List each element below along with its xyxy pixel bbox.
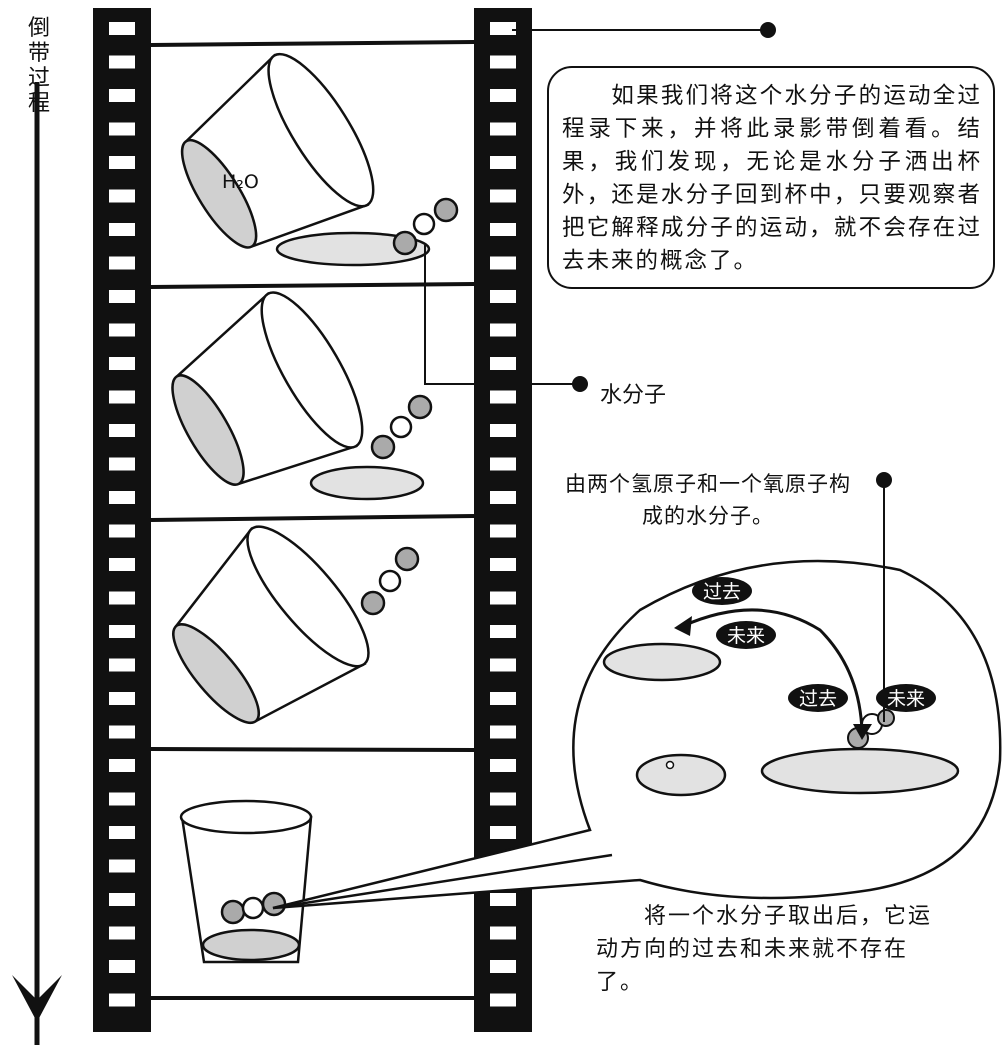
film-perforation [490,725,516,739]
film-perforation [109,390,135,404]
film-perforation [490,524,516,538]
film-perforation [490,625,516,638]
film-perforation [109,89,135,102]
film-perforation [109,524,135,538]
magnified-bubble [272,559,1002,910]
frame-1: H₂O [180,52,459,267]
badge-future-right: 未来 [876,684,936,712]
frame-4 [179,799,313,964]
film-perforation [490,122,516,136]
film-perforation [490,89,516,102]
film-strip-left [93,8,151,1032]
callout-top-pointer [512,22,776,38]
water-molecule-2 [370,394,433,460]
film-perforation [490,759,516,772]
frame-2 [171,291,433,501]
svg-text:过去: 过去 [799,688,837,710]
callout-top-text: 如果我们将这个水分子的运动全过程录下来，并将此录影带倒着看。结果，我们发现，无论… [562,83,982,274]
molecule-description-text: 由两个氢原子和一个氧原子构成的水分子。 [565,472,851,528]
film-perforation [490,960,516,973]
tipped-cup [171,291,364,486]
tipped-cup [180,52,375,249]
water-molecule-3 [360,546,420,616]
film-perforation [490,893,516,906]
film-perforation [490,156,516,169]
film-perforation [490,323,516,337]
callout-bottom-text: 将一个水分子取出后，它运动方向的过去和未来就不存在了。 [596,904,933,995]
film-perforation [490,223,516,236]
film-perforation [490,926,516,940]
svg-text:未来: 未来 [727,625,765,647]
film-perforation [109,625,135,638]
film-perforation [490,290,516,303]
film-perforation [109,256,135,270]
film-perforation [490,826,516,839]
tipped-cup [172,525,370,725]
film-perforation [109,658,135,672]
water-molecule-1 [392,197,459,256]
spill-puddle [275,231,431,267]
film-perforation [490,658,516,672]
film-perforation [490,390,516,404]
film-perforation [109,725,135,739]
film-perforation [109,926,135,940]
film-perforation [109,960,135,973]
film-perforation [109,290,135,303]
badge-past-right: 过去 [788,684,848,712]
film-perforation [109,859,135,873]
film-perforation [490,256,516,270]
water-molecule-label: 水分子 [600,383,667,408]
film-perforation [490,792,516,806]
film-perforation [109,591,135,605]
film-perforation [109,323,135,337]
film-perforation [490,55,516,69]
film-perforation [109,558,135,571]
cup-label: H₂O [222,171,259,193]
film-perforation [109,156,135,169]
rewind-arrow [12,82,62,1045]
film-perforation [109,189,135,203]
svg-text:过去: 过去 [703,581,741,603]
water-molecule-pointer [424,245,588,392]
film-perforation [109,223,135,236]
side-label-rewind-process: 倒带过程 [27,16,50,116]
film-perforation [109,55,135,69]
film-perforation [109,357,135,370]
film-perforation [109,826,135,839]
film-perforation [490,189,516,203]
past-puddle [602,642,722,682]
film-perforation [109,22,135,35]
future-puddle [760,747,960,795]
film-perforation [109,424,135,437]
badge-past-top: 过去 [692,577,752,605]
film-perforation [490,457,516,471]
film-perforation [490,424,516,437]
film-perforation [109,893,135,906]
water-molecule-4 [220,891,287,925]
film-perforation [490,22,516,35]
film-perforation [109,122,135,136]
cup-bottom-puddle [635,753,727,797]
film-perforation [490,491,516,504]
film-perforation [109,792,135,806]
film-perforation [490,692,516,705]
svg-text:未来: 未来 [887,688,925,710]
callout-top-box [547,66,995,289]
spill-puddle [309,465,425,501]
film-perforation [109,491,135,504]
badge-future-top: 未来 [716,621,776,649]
frame-3 [172,525,420,725]
film-perforation [490,993,516,1007]
film-perforation [490,558,516,571]
film-perforation [109,993,135,1007]
film-perforation [109,457,135,471]
film-perforation [109,759,135,772]
frame-dividers [150,40,475,1000]
molecule-description-pointer [876,472,892,722]
film-perforation [109,692,135,705]
trajectory-arc [682,608,864,733]
film-perforation [490,591,516,605]
film-perforation [490,357,516,370]
